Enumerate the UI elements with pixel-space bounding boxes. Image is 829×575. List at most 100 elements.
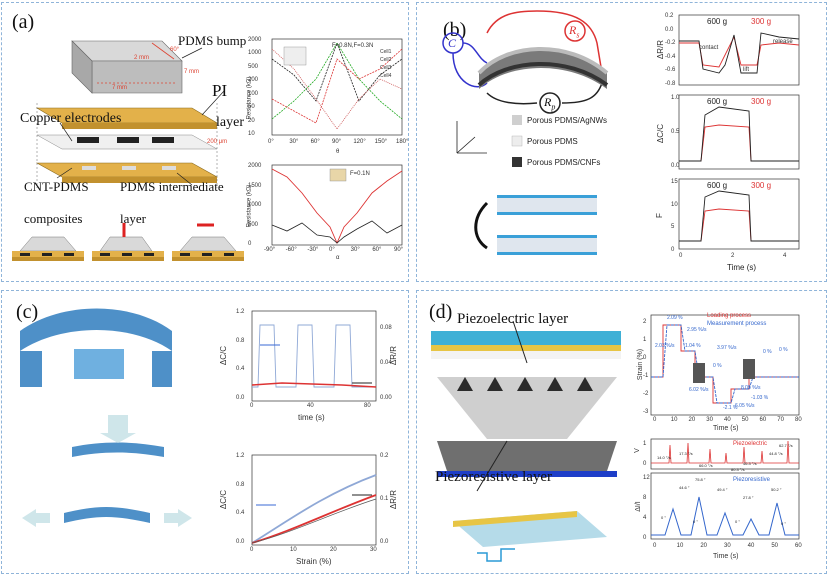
piezoresistive-layer-label: Piezoresistive layer: [435, 469, 553, 485]
tick-label: 2: [643, 319, 647, 325]
annotation: 80.3 °/s: [731, 467, 745, 472]
chart-b3-xlabel: Time (s): [727, 263, 757, 272]
tick-label: -0.4: [665, 53, 676, 60]
tick-label: 0.0: [665, 26, 674, 33]
tick-label: 5: [671, 224, 675, 231]
annotation: 2.03 %/s: [655, 343, 675, 349]
voltage-current-chart: [650, 438, 800, 540]
legend-item: Cell3: [380, 65, 392, 71]
rp-sub: p: [551, 102, 556, 112]
tick-label: 1.2: [236, 453, 245, 459]
tick-label: 0: [653, 417, 657, 423]
cnt-pdms-label: CNT-PDMS: [24, 179, 89, 194]
chart-d2-ylabel-top: V: [633, 448, 641, 453]
tick-label: 40: [307, 403, 314, 409]
x-tick: 30°: [289, 139, 299, 145]
tick-label: 0: [250, 403, 254, 409]
annotation: 0 °: [693, 519, 698, 524]
x-tick: -60°: [285, 247, 297, 253]
copper-electrodes-label: Copper electrodes: [20, 111, 122, 126]
x-tick: 60°: [372, 247, 382, 253]
annotation: 6.02 %/s: [689, 387, 709, 393]
panel-a-label: (a): [12, 11, 35, 33]
tick-label: 20: [330, 547, 337, 553]
chart-d2-ylabel-bot: ΔI/I: [634, 501, 642, 512]
annotation: 0 %: [779, 347, 788, 353]
capacitance-time-chart: [251, 310, 377, 402]
piezoelectric-series: Piezoelectric: [733, 441, 768, 447]
tick-label: 0.04: [380, 360, 392, 366]
annotation: -1.03 %: [751, 395, 769, 401]
rp-label: Rp: [544, 95, 555, 111]
chart-a2-xlabel: α: [336, 255, 340, 261]
y-tick: 1000: [248, 50, 262, 57]
panel-b: (b) Rs Rp C Porous PDMS/AgNWs Porous PDM…: [416, 2, 827, 282]
b-charts: [678, 14, 800, 250]
tick-label: -1: [643, 373, 649, 379]
tick-label: 0.4: [236, 510, 245, 517]
y-tick: 10: [248, 131, 255, 137]
annotation: 2.95 %/s: [687, 327, 707, 333]
angle-60: 60°: [170, 47, 180, 53]
y-tick: 500: [248, 221, 259, 228]
tick-label: 12: [643, 475, 650, 481]
piezoresistive-series: Piezoresistive: [733, 477, 771, 483]
piezoelectric-layer-label: Piezoelectric layer: [457, 311, 569, 327]
y-tick: 1500: [248, 182, 262, 189]
legend-item: Measurement process: [707, 321, 767, 327]
tick-label: 0.0: [236, 395, 245, 401]
annotation: 0 %: [713, 363, 722, 369]
x-tick: 60°: [310, 139, 320, 145]
pi-label: PI: [212, 81, 228, 100]
dim-2mm: 2 mm: [134, 55, 149, 61]
tick-label: 1.0: [671, 95, 680, 101]
y-tick: 0: [248, 241, 252, 247]
legend-item: 600 g: [707, 17, 728, 26]
x-tick: 90°: [394, 247, 404, 253]
tick-label: 0: [653, 543, 657, 549]
annotation: 8.05 %/s: [741, 385, 761, 391]
annotation: 62.7 °/s: [779, 443, 793, 448]
contact-annot: contact: [699, 45, 719, 51]
tick-label: 0.1: [380, 496, 389, 502]
tick-label: -0.2: [665, 40, 676, 47]
tick-label: 1: [643, 337, 647, 343]
y-tick: 50: [248, 104, 255, 111]
annotation: 6.05 %/s: [735, 403, 755, 409]
tick-label: 2: [731, 253, 735, 259]
legend-item: Cell1: [380, 49, 392, 55]
annotation: 75.8 °: [695, 477, 706, 482]
tick-label: -3: [643, 409, 649, 415]
tick-label: 40: [724, 417, 731, 423]
tick-label: 50: [741, 417, 749, 423]
annotation: 0 °: [735, 519, 740, 524]
x-tick: -30°: [307, 247, 319, 253]
legend-item: Cell2: [380, 57, 392, 63]
annotation: 46.3 °/s: [743, 461, 757, 466]
tick-label: 80: [795, 417, 802, 423]
annotation: 17.3 °/s: [679, 451, 693, 456]
tick-label: 1.2: [236, 309, 245, 315]
tick-label: 20: [700, 543, 708, 549]
material-agnws: Porous PDMS/AgNWs: [527, 116, 608, 125]
legend-item: Cell4: [380, 73, 392, 79]
lift-annot: lift: [743, 67, 749, 73]
tick-label: 50: [771, 543, 779, 549]
layered-sensor-illustration: [431, 320, 621, 562]
tick-label: 0.8: [236, 481, 245, 488]
y-tick: 500: [248, 63, 259, 70]
y-tick: 20: [248, 117, 255, 124]
chart-b1-ylabel: ΔR/R: [656, 39, 666, 60]
bent-device-illustration: [20, 308, 192, 527]
chart-b3-ylabel: F: [654, 213, 664, 218]
x-tick: 120°: [353, 139, 366, 145]
release-annot: release: [773, 39, 793, 45]
tick-label: 0.08: [380, 325, 392, 331]
panel-d: (d) Piezoelectric layer Piezoresistive l…: [416, 290, 827, 574]
x-tick: 30°: [350, 247, 360, 253]
legend-item: 300 g: [751, 17, 772, 26]
chart-d2-xlabel: Time (s): [713, 553, 739, 560]
annotation: 0 %: [763, 349, 772, 355]
tick-label: 1: [643, 441, 647, 447]
panel-a: (a) PDMS bump PI layer Copper electr: [1, 2, 409, 282]
